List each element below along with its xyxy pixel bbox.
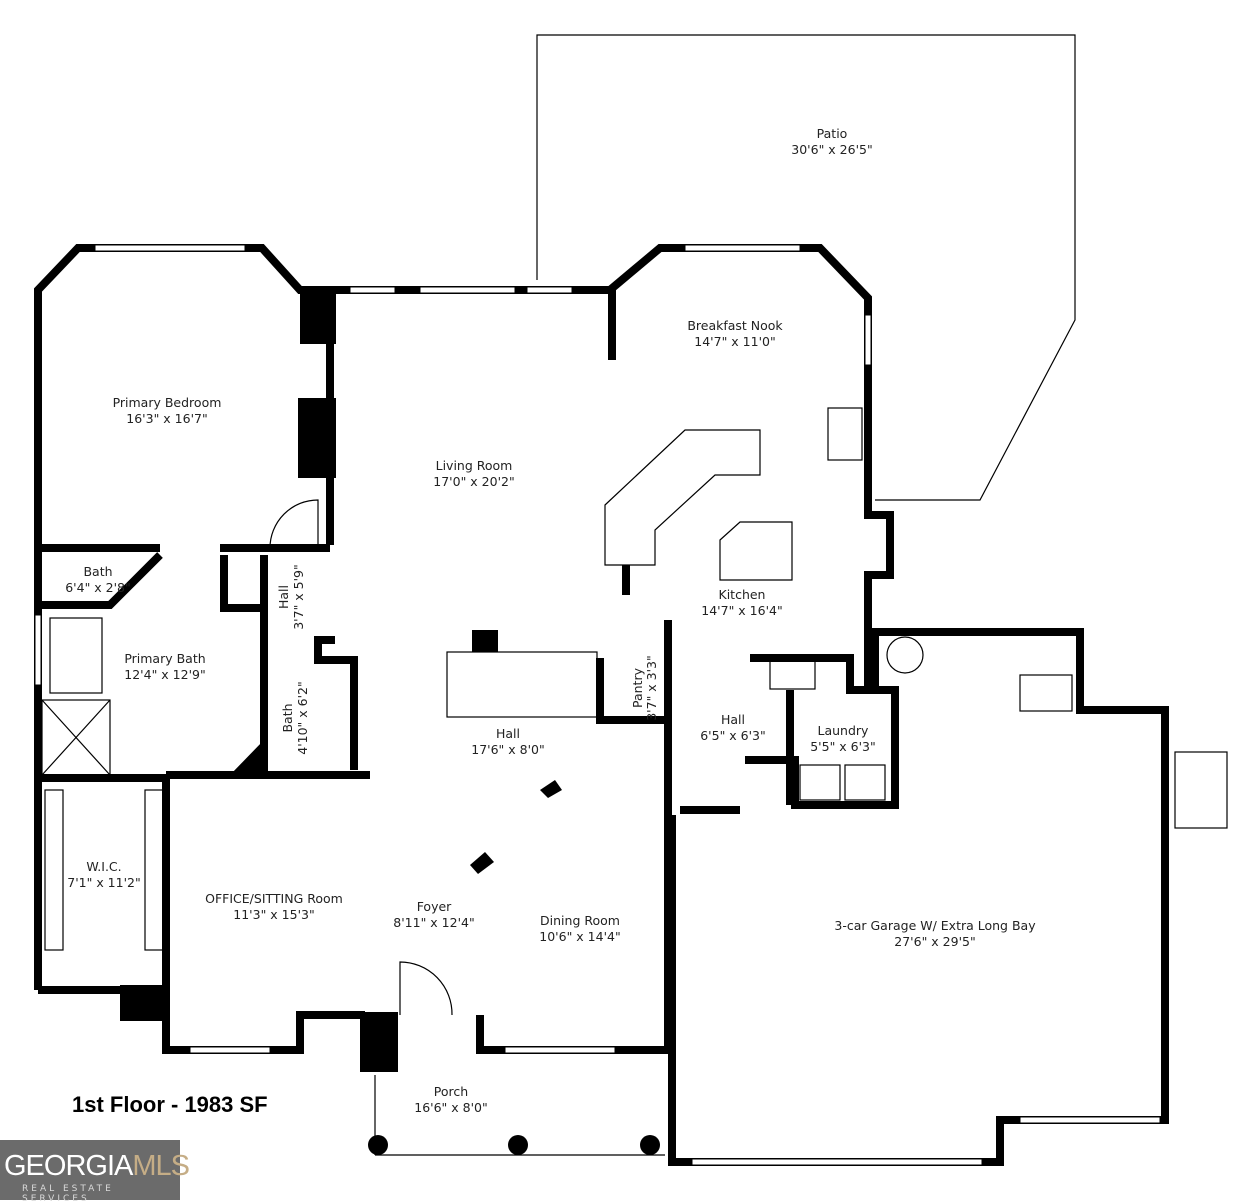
room-nook-name: Breakfast Nook (687, 318, 783, 333)
room-nook-dims: 14'7" x 11'0" (694, 334, 775, 349)
room-porch-name: Porch (434, 1084, 468, 1099)
logo-brand-a: GEORGIA (4, 1150, 133, 1182)
room-dining-dims: 10'6" x 14'4" (539, 929, 620, 944)
room-living-name: Living Room (436, 458, 513, 473)
room-garage-name: 3-car Garage W/ Extra Long Bay (834, 918, 1036, 933)
room-foyer-name: Foyer (417, 899, 452, 914)
room-primary-bath-name: Primary Bath (124, 651, 205, 666)
floor-title: 1st Floor - 1983 SF (72, 1092, 268, 1117)
room-primary-bath-dims: 12'4" x 12'9" (124, 667, 205, 682)
room-wic-dims: 7'1" x 11'2" (67, 875, 140, 890)
room-living-dims: 17'0" x 20'2" (433, 474, 514, 489)
room-hall1-dims: 3'7" x 5'9" (291, 564, 306, 630)
room-kitchen-name: Kitchen (719, 587, 766, 602)
room-kitchen-dims: 14'7" x 16'4" (701, 603, 782, 618)
room-patio-name: Patio (817, 126, 848, 141)
room-bath2-name: Bath (280, 703, 295, 732)
room-hall2-dims: 17'6" x 8'0" (471, 742, 544, 757)
room-porch-dims: 16'6" x 8'0" (414, 1100, 487, 1115)
room-foyer-dims: 8'11" x 12'4" (393, 915, 474, 930)
room-bath1-name: Bath (83, 564, 112, 579)
logo-tagline: REAL ESTATE SERVICES (22, 1184, 114, 1204)
room-laundry-dims: 5'5" x 6'3" (810, 739, 876, 754)
room-pantry-name: Pantry (630, 667, 645, 708)
room-hall3-name: Hall (721, 712, 745, 727)
room-hall2-name: Hall (496, 726, 520, 741)
room-office-dims: 11'3" x 15'3" (233, 907, 314, 922)
room-hall1-name: Hall (276, 585, 291, 609)
room-bath1-dims: 6'4" x 2'8" (65, 580, 131, 595)
room-dining-name: Dining Room (540, 913, 620, 928)
room-patio-dims: 30'6" x 26'5" (791, 142, 872, 157)
room-laundry-name: Laundry (818, 723, 870, 738)
room-primary-bedroom-name: Primary Bedroom (113, 395, 222, 410)
room-bath2-dims: 4'10" x 6'2" (295, 681, 310, 754)
patio-outline (536, 34, 1076, 501)
room-primary-bedroom-dims: 16'3" x 16'7" (126, 411, 207, 426)
room-hall3-dims: 6'5" x 6'3" (700, 728, 766, 743)
room-pantry-dims: 3'7" x 3'3" (644, 655, 659, 721)
fixtures (41, 407, 1228, 1156)
logo-brand-b: MLS (132, 1150, 190, 1182)
room-garage-dims: 27'6" x 29'5" (894, 934, 975, 949)
walls (34, 244, 1169, 1166)
windows (34, 244, 1161, 1166)
room-wic-name: W.I.C. (86, 859, 121, 874)
georgia-mls-logo: GEORGIAMLS REAL ESTATE SERVICES (0, 1140, 190, 1204)
room-labels: Patio 30'6" x 26'5" Primary Bedroom 16'3… (65, 126, 1036, 1115)
room-office-name: OFFICE/SITTING Room (205, 891, 343, 906)
